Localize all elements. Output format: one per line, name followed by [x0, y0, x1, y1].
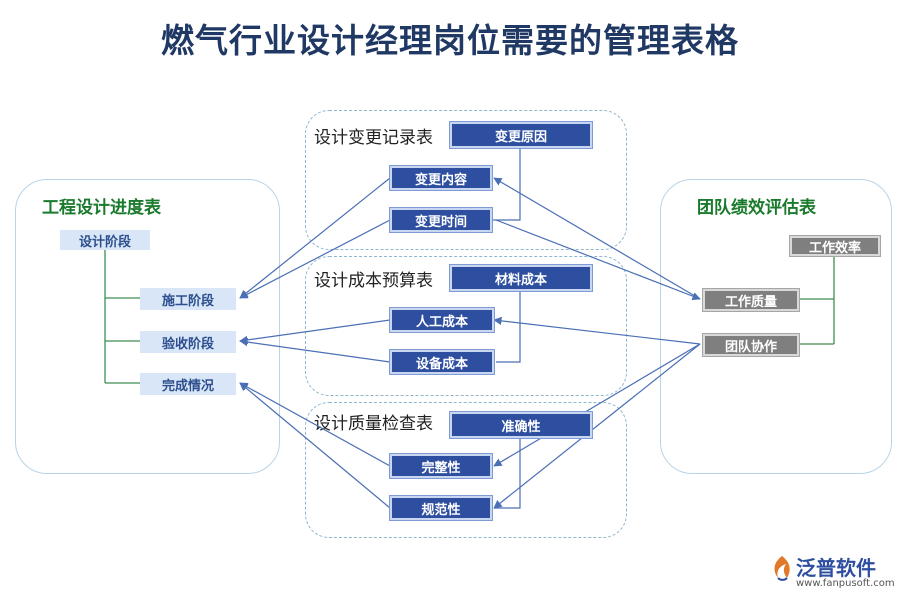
- work-quality-node[interactable]: 工作质量: [703, 289, 799, 311]
- page-title: 燃气行业设计经理岗位需要的管理表格: [161, 21, 739, 60]
- progress-panel-title: 工程设计进度表: [42, 198, 161, 218]
- logo-name: 泛普软件: [796, 556, 876, 580]
- accuracy-node[interactable]: 准确性: [450, 412, 592, 438]
- cross-arrows: [239, 177, 701, 509]
- material-cost-node[interactable]: 材料成本: [450, 265, 592, 291]
- equipment-cost-node[interactable]: 设备成本: [390, 350, 494, 374]
- cost-budget-title: 设计成本预算表: [314, 271, 433, 291]
- progress-tree-lines: [104, 248, 140, 384]
- construction-stage-node[interactable]: 施工阶段: [140, 288, 236, 310]
- performance-panel: [660, 179, 892, 474]
- team-collaboration-node[interactable]: 团队协作: [703, 334, 799, 356]
- completion-status-node[interactable]: 完成情况: [140, 373, 236, 395]
- standardization-node[interactable]: 规范性: [390, 496, 492, 520]
- section-bracket-lines: [492, 146, 521, 509]
- cost-budget-section: [305, 256, 627, 396]
- change-record-section: [305, 110, 627, 250]
- acceptance-stage-node[interactable]: 验收阶段: [140, 331, 236, 353]
- completeness-node[interactable]: 完整性: [390, 454, 492, 478]
- progress-panel: [15, 179, 280, 474]
- quality-check-section: [305, 402, 627, 538]
- performance-panel-title: 团队绩效评估表: [697, 198, 816, 218]
- change-content-node[interactable]: 变更内容: [390, 166, 492, 190]
- logo-url: www.fanpusoft.com: [796, 578, 895, 589]
- fanpu-logo-icon: [774, 556, 790, 581]
- fanpu-logo: 泛普软件 www.fanpusoft.com: [770, 550, 895, 595]
- design-stage-node[interactable]: 设计阶段: [60, 230, 150, 250]
- change-reason-node[interactable]: 变更原因: [450, 122, 592, 148]
- work-efficiency-node[interactable]: 工作效率: [790, 236, 880, 256]
- quality-check-title: 设计质量检查表: [314, 414, 433, 434]
- labor-cost-node[interactable]: 人工成本: [390, 308, 494, 332]
- change-record-title: 设计变更记录表: [314, 128, 433, 148]
- change-time-node[interactable]: 变更时间: [390, 208, 492, 232]
- performance-tree-lines: [800, 253, 835, 345]
